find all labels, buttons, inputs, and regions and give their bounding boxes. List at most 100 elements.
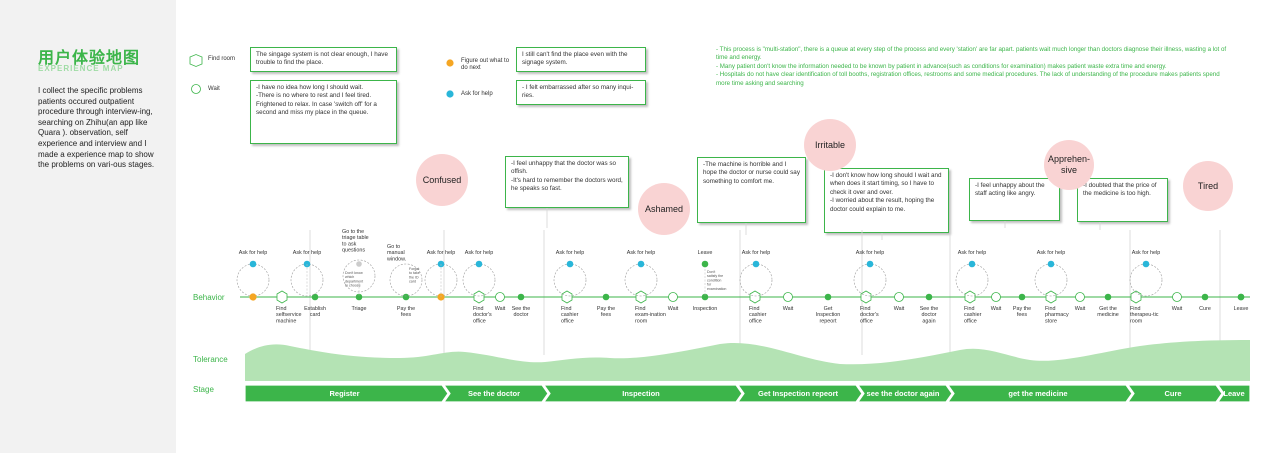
emotion-tired: Tired	[1183, 161, 1233, 211]
quote-signage-2: I still can't find the place even with t…	[516, 47, 646, 72]
left-panel	[0, 0, 176, 453]
legend-dots	[446, 59, 454, 98]
legend-figure-out: Figure out what to do next	[461, 58, 510, 71]
ask-help-dot	[1142, 260, 1150, 268]
map-title-en: EXPERIENCE MAP	[38, 64, 124, 73]
step-dot	[311, 293, 319, 301]
step-dot	[355, 293, 363, 301]
step-label: Wait	[991, 306, 1002, 312]
find-room-marker	[964, 290, 976, 304]
legend-ask-help: Ask for help	[461, 91, 493, 97]
wait-marker	[495, 292, 505, 302]
note-1: - This process is "multi-station", there…	[716, 46, 1227, 62]
stage-segment	[244, 384, 449, 403]
ask-help-range	[1129, 263, 1163, 297]
step-label: Leave	[1234, 306, 1249, 312]
stage-label: See the doctor	[467, 389, 521, 398]
row-label-tolerance: Tolerance	[193, 355, 228, 364]
quote-wait-result: -I don't know how long should I wait and…	[824, 168, 949, 233]
quote-price: -I doubted that the price of the medicin…	[1077, 178, 1168, 222]
ask-help-dot	[566, 260, 574, 268]
map-title-cn: 用户体验地图	[38, 50, 141, 67]
wait-marker	[668, 292, 678, 302]
stage-segment	[736, 384, 863, 403]
stage-segment	[1126, 384, 1223, 403]
wait-marker	[783, 292, 793, 302]
ask-help-label: Ask for help	[742, 250, 770, 256]
stage-segment	[542, 384, 743, 403]
step-label: Triage	[351, 306, 366, 312]
ask-help-dot	[1047, 260, 1055, 268]
emotion-irritable: Irritable	[804, 119, 856, 171]
stage-label: Register	[329, 389, 360, 398]
ask-help-label: Ask for help	[465, 250, 493, 256]
step-label: Wait	[668, 306, 679, 312]
wait-marker	[1075, 292, 1085, 302]
stage-segment	[856, 384, 953, 403]
ask-help-label: Ask for help	[627, 250, 655, 256]
step-label: Cure	[1199, 306, 1211, 312]
row-label-behavior: Behavior	[193, 293, 225, 302]
ask-help-label: Ask for help	[239, 250, 267, 256]
stage-segment	[1216, 384, 1251, 403]
ask-help-label: Ask for help	[556, 250, 584, 256]
end-dot	[1237, 293, 1245, 301]
ask-help-label: Ask for help	[427, 250, 455, 256]
ask-help-label: Ask for help	[856, 250, 884, 256]
ask-help-dot	[752, 260, 760, 268]
note-3: - Hospitals do not have clear identifica…	[716, 71, 1220, 87]
stage-label: see the doctor again	[866, 389, 940, 398]
step-dot	[602, 293, 610, 301]
note-2: - Many patient don't know the informatio…	[716, 62, 1167, 70]
quote-signage: The singage system is not clear enough, …	[250, 47, 397, 72]
step-label: Wait	[495, 306, 506, 312]
find-room-marker	[749, 290, 761, 304]
quote-staff: -I feel unhappy about the staff acting l…	[969, 178, 1060, 221]
find-room-marker	[1045, 290, 1057, 304]
figure-out-dot	[249, 293, 257, 301]
legend-wait: Wait	[208, 86, 220, 92]
step-dot	[824, 293, 832, 301]
tolerance-curve	[245, 340, 1250, 381]
stage-label: Leave	[1223, 389, 1245, 398]
step-dot	[1201, 293, 1209, 301]
wait-marker	[894, 292, 904, 302]
step-dot	[925, 293, 933, 301]
step-dot	[517, 293, 525, 301]
ask-help-range	[553, 263, 587, 297]
ask-help-range	[853, 263, 887, 297]
ask-help-dot	[249, 260, 257, 268]
orange-dot-icon	[446, 59, 454, 67]
stage-dividers	[309, 208, 1221, 355]
ask-help-dot	[866, 260, 874, 268]
wait-marker	[1172, 292, 1182, 302]
leave-label: Leave	[698, 250, 713, 256]
ask-help-dot	[637, 260, 645, 268]
hexagon-icon	[189, 54, 203, 67]
stage-label: get the medicine	[1008, 389, 1068, 398]
find-room-marker	[860, 290, 872, 304]
quote-waiting: -I have no idea how long I should wait. …	[250, 80, 397, 144]
step-dot	[1104, 293, 1112, 301]
step-label: Wait	[894, 306, 905, 312]
stage-bar	[244, 384, 1251, 403]
